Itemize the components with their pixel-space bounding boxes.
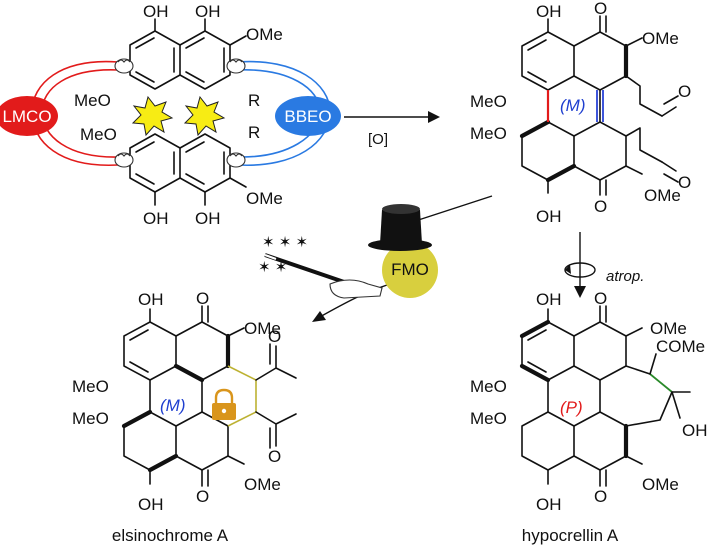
label-ome: OMe bbox=[246, 189, 283, 208]
elsinochrome-caption: elsinochrome A bbox=[112, 526, 229, 545]
bbeo-enzyme bbox=[275, 96, 341, 136]
gloved-hand-icon bbox=[114, 152, 134, 168]
label-oh: OH bbox=[138, 290, 164, 309]
label-o: O bbox=[678, 82, 691, 101]
label-meo: MeO bbox=[470, 92, 507, 111]
label-oh: OH bbox=[195, 2, 221, 21]
gloved-hand-icon bbox=[114, 58, 134, 74]
label-o: O bbox=[594, 0, 607, 18]
label-oh: OH bbox=[536, 207, 562, 226]
gloved-hand-icon bbox=[329, 279, 383, 299]
hypocrellin-a: OH O OMe COMe MeO (P) MeO OH OMe O OH hy… bbox=[470, 289, 708, 545]
label-oh: OH bbox=[143, 2, 169, 21]
label-ome: OMe bbox=[642, 475, 679, 494]
atrop-label: atrop. bbox=[606, 268, 644, 285]
fmo-label: FMO bbox=[391, 260, 429, 279]
label-oh: OH bbox=[682, 421, 708, 440]
label-meo: MeO bbox=[470, 377, 507, 396]
label-oh: OH bbox=[195, 209, 221, 228]
label-ome: OMe bbox=[244, 319, 281, 338]
label-ome: OMe bbox=[244, 475, 281, 494]
label-o: O bbox=[594, 197, 607, 216]
label-o: O bbox=[196, 487, 209, 506]
fmo-magic: ✶ ✶ ✶ ✶ ✶ FMO bbox=[258, 195, 493, 322]
label-o: O bbox=[678, 173, 691, 192]
lmco-enzyme bbox=[0, 96, 58, 136]
label-oh: OH bbox=[536, 2, 562, 21]
label-oh: OH bbox=[536, 495, 562, 514]
spark-burst-icon bbox=[131, 95, 174, 137]
label-o: O bbox=[196, 289, 209, 308]
label-ome: OMe bbox=[246, 25, 283, 44]
label-o: O bbox=[594, 289, 607, 308]
label-meo: MeO bbox=[470, 409, 507, 428]
gloved-hand-icon bbox=[226, 58, 246, 74]
label-oh: OH bbox=[138, 495, 164, 514]
label-meo: MeO bbox=[72, 409, 109, 428]
lmco-label: LMCO bbox=[2, 107, 51, 126]
helicity-m-label: (M) bbox=[160, 396, 185, 415]
magic-wand-icon bbox=[264, 253, 351, 286]
label-oh: OH bbox=[143, 209, 169, 228]
intermediate-perylenequinone: OH O OMe O MeO (M) MeO O OMe O OH bbox=[470, 0, 691, 226]
gloved-hand-icon bbox=[226, 152, 246, 168]
label-come: COMe bbox=[656, 337, 705, 356]
bbeo-label: BBEO bbox=[284, 107, 331, 126]
oxidation-label: [O] bbox=[368, 131, 388, 148]
label-r: R bbox=[248, 91, 260, 110]
label-meo: MeO bbox=[80, 125, 117, 144]
oxidation-arrow: [O] bbox=[344, 111, 440, 148]
label-meo: MeO bbox=[74, 91, 111, 110]
padlock-icon bbox=[212, 388, 236, 420]
svg-text:✶ ✶ ✶: ✶ ✶ ✶ bbox=[262, 234, 308, 251]
fmo-enzyme bbox=[382, 242, 438, 298]
hypocrellin-caption: hypocrellin A bbox=[522, 526, 619, 545]
atropisomerization-arrow: atrop. bbox=[564, 232, 644, 298]
lower-naphthalene bbox=[129, 133, 247, 206]
top-hat-icon bbox=[368, 204, 432, 251]
label-ome: OMe bbox=[642, 29, 679, 48]
label-oh: OH bbox=[536, 290, 562, 309]
label-r: R bbox=[248, 123, 260, 142]
upper-naphthalene bbox=[129, 18, 247, 90]
label-ome: OMe bbox=[644, 186, 681, 205]
label-meo: MeO bbox=[470, 124, 507, 143]
spark-burst-icon bbox=[183, 95, 226, 137]
label-ome: OMe bbox=[650, 319, 687, 338]
helicity-p-label: (P) bbox=[560, 398, 583, 417]
label-o: O bbox=[594, 487, 607, 506]
elsinochrome-a: OH O OMe O MeO (M) MeO O OMe O OH elsino… bbox=[72, 289, 297, 545]
helicity-m-label: (M) bbox=[560, 96, 585, 115]
svg-text:✶ ✶: ✶ ✶ bbox=[258, 259, 287, 276]
label-o: O bbox=[268, 447, 281, 466]
label-meo: MeO bbox=[72, 377, 109, 396]
label-o: O bbox=[268, 327, 281, 346]
substrate-dimer: OH OH OMe MeO R MeO R OMe OH OH LMCO BBE… bbox=[0, 2, 341, 228]
